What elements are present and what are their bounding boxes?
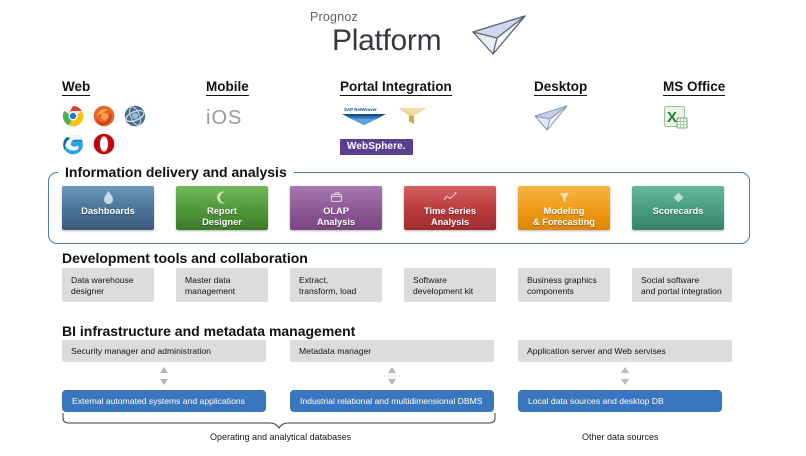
section-heading-delivery: Information delivery and analysis	[58, 164, 294, 180]
caption-operating-databases: Operating and analytical databases	[210, 432, 352, 442]
category-msoffice-label: MS Office	[663, 79, 726, 96]
edge-icon[interactable]	[62, 133, 84, 155]
tile-dashboards[interactable]: Dashboards	[62, 186, 154, 230]
infra-box-security-manager[interactable]: Security manager and administration	[62, 340, 266, 362]
tile-scorecards[interactable]: Scorecards	[632, 186, 724, 230]
connector-arrow-middle	[386, 366, 398, 386]
category-web-icons	[62, 105, 172, 155]
category-mobile-label: Mobile	[206, 79, 249, 96]
diamond-icon	[672, 191, 685, 204]
firefox-icon[interactable]	[93, 105, 115, 127]
caption-other-data-sources: Other data sources	[582, 432, 659, 442]
chrome-icon[interactable]	[62, 105, 84, 127]
svg-text:X: X	[667, 109, 677, 126]
opera-icon[interactable]	[93, 133, 115, 155]
category-desktop: Desktop	[534, 78, 644, 136]
tile-dashboards-label: Dashboards	[81, 206, 135, 216]
source-box-external-systems[interactable]: External automated systems and applicati…	[62, 390, 266, 412]
section-heading-infrastructure: BI infrastructure and metadata managemen…	[62, 323, 356, 339]
excel-icon[interactable]: X	[663, 105, 689, 136]
section-heading-development: Development tools and collaboration	[62, 250, 308, 266]
category-ms-office: MS Office X	[663, 78, 773, 136]
category-desktop-label: Desktop	[534, 79, 588, 96]
category-mobile: Mobile iOS	[206, 78, 316, 134]
tile-modeling-forecasting[interactable]: Modeling& Forecasting	[518, 186, 610, 230]
source-box-industrial-dbms[interactable]: Industrial relational and multidimension…	[290, 390, 494, 412]
category-web-label: Web	[62, 79, 91, 96]
infra-box-metadata-manager[interactable]: Metadata manager	[290, 340, 494, 362]
brand-title: Platform	[332, 24, 442, 57]
svg-text:iOS: iOS	[206, 107, 242, 129]
paper-plane-icon[interactable]	[534, 105, 568, 136]
ios-logo-icon[interactable]: iOS	[206, 105, 252, 134]
information-delivery-frame	[48, 172, 750, 244]
category-mobile-icons: iOS	[206, 105, 316, 134]
funnel-icon	[559, 191, 570, 204]
category-msoffice-icons: X	[663, 105, 773, 136]
sap-netweaver-icon[interactable]: SAP NetWeaver	[340, 105, 388, 132]
svg-text:SAP NetWeaver: SAP NetWeaver	[344, 107, 377, 112]
grouping-brace	[62, 412, 496, 435]
tile-modeling-label: Modeling& Forecasting	[533, 206, 595, 227]
connector-arrow-right	[619, 366, 631, 386]
category-portal-label: Portal Integration	[340, 79, 452, 96]
category-web: Web	[62, 78, 172, 155]
category-portal-integration: Portal Integration SAP NetWeaver WebSphe	[340, 78, 470, 155]
spark-icon	[443, 191, 458, 204]
paper-plane-icon	[471, 14, 527, 61]
tile-scorecards-label: Scorecards	[652, 206, 704, 216]
category-portal-icons: SAP NetWeaver WebSphere.	[340, 105, 470, 155]
brand-logo: Prognoz Platform	[306, 8, 526, 64]
brand-subtitle: Prognoz	[310, 10, 358, 24]
infra-box-application-server[interactable]: Application server and Web servises	[518, 340, 732, 362]
connector-arrow-left	[158, 366, 170, 386]
source-box-local-data[interactable]: Local data sources and desktop DB	[518, 390, 722, 412]
category-desktop-icons	[534, 105, 644, 136]
websphere-icon[interactable]: WebSphere.	[340, 136, 413, 155]
droplet-icon	[103, 191, 113, 205]
moon-icon	[216, 191, 228, 204]
oracle-portal-icon[interactable]	[396, 105, 430, 132]
cube-icon	[330, 191, 343, 204]
dev-box-extract-transform-load[interactable]: Extract,transform, load	[290, 268, 382, 302]
old-ie-icon[interactable]	[124, 105, 146, 127]
